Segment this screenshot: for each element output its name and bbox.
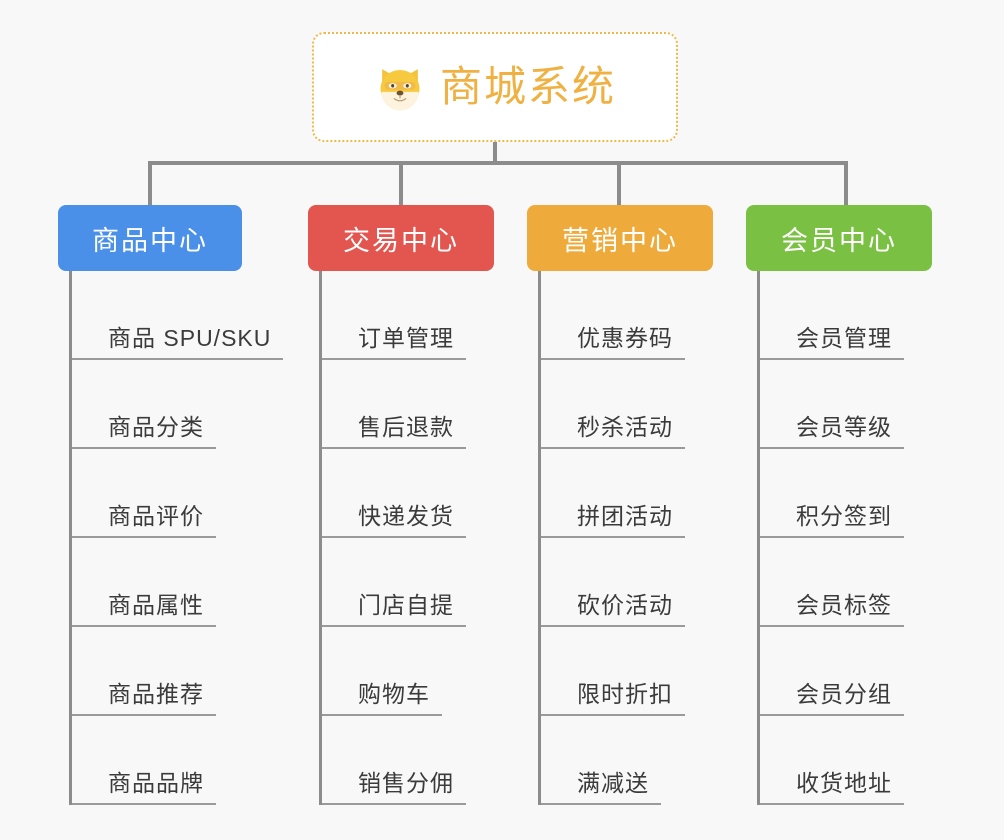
leaf-label: 商品品牌 — [72, 770, 216, 805]
connector-root-stem — [493, 142, 497, 164]
leaf-label: 商品评价 — [72, 503, 216, 538]
category-label: 营销中心 — [562, 225, 678, 256]
list-item[interactable]: 商品推荐 — [72, 627, 242, 716]
category-header-product-center[interactable]: 商品中心 — [58, 205, 242, 271]
leaf-label: 会员管理 — [760, 325, 904, 360]
connector-drop-trade-center — [399, 161, 403, 207]
column-member-center: 会员中心 会员管理 会员等级 积分签到 会员标签 会员分组 收货地址 — [746, 205, 932, 805]
list-item[interactable]: 积分签到 — [760, 449, 932, 538]
column-marketing-center: 营销中心 优惠券码 秒杀活动 拼团活动 砍价活动 限时折扣 满减送 — [527, 205, 713, 805]
leaf-label: 商品分类 — [72, 414, 216, 449]
leaf-list-product-center: 商品 SPU/SKU 商品分类 商品评价 商品属性 商品推荐 商品品牌 — [69, 271, 284, 805]
list-item[interactable]: 订单管理 — [322, 271, 494, 360]
leaf-label: 会员分组 — [760, 681, 904, 716]
list-item[interactable]: 会员标签 — [760, 538, 932, 627]
category-label: 会员中心 — [781, 225, 897, 256]
list-item[interactable]: 会员管理 — [760, 271, 932, 360]
list-item[interactable]: 拼团活动 — [541, 449, 713, 538]
list-item[interactable]: 满减送 — [541, 716, 713, 805]
connector-horizontal-bus — [148, 161, 848, 165]
list-item[interactable]: 限时折扣 — [541, 627, 713, 716]
list-item[interactable]: 商品评价 — [72, 449, 242, 538]
leaf-label: 积分签到 — [760, 503, 904, 538]
list-item[interactable]: 收货地址 — [760, 716, 932, 805]
leaf-label: 购物车 — [322, 681, 442, 716]
connector-drop-member-center — [844, 161, 848, 207]
leaf-label: 商品推荐 — [72, 681, 216, 716]
list-item[interactable]: 购物车 — [322, 627, 494, 716]
leaf-label: 快递发货 — [322, 503, 466, 538]
leaf-label: 限时折扣 — [541, 681, 685, 716]
list-item[interactable]: 会员等级 — [760, 360, 932, 449]
leaf-label: 收货地址 — [760, 770, 904, 805]
list-item[interactable]: 会员分组 — [760, 627, 932, 716]
leaf-label: 砍价活动 — [541, 592, 685, 627]
leaf-label: 秒杀活动 — [541, 414, 685, 449]
list-item[interactable]: 快递发货 — [322, 449, 494, 538]
list-item[interactable]: 售后退款 — [322, 360, 494, 449]
leaf-label: 门店自提 — [322, 592, 466, 627]
list-item[interactable]: 销售分佣 — [322, 716, 494, 805]
category-header-marketing-center[interactable]: 营销中心 — [527, 205, 713, 271]
leaf-label: 商品 SPU/SKU — [72, 325, 284, 360]
leaf-label: 会员标签 — [760, 592, 904, 627]
category-header-member-center[interactable]: 会员中心 — [746, 205, 932, 271]
leaf-label: 优惠券码 — [541, 325, 685, 360]
list-item[interactable]: 商品品牌 — [72, 716, 242, 805]
column-product-center: 商品中心 商品 SPU/SKU 商品分类 商品评价 商品属性 商品推荐 商品品牌 — [58, 205, 284, 805]
root-title: 商城系统 — [439, 63, 616, 110]
root-node[interactable]: 商城系统 — [312, 32, 678, 142]
leaf-label: 销售分佣 — [322, 770, 466, 805]
leaf-label: 会员等级 — [760, 414, 904, 449]
leaf-list-trade-center: 订单管理 售后退款 快递发货 门店自提 购物车 销售分佣 — [319, 271, 494, 805]
category-header-trade-center[interactable]: 交易中心 — [308, 205, 494, 271]
connector-drop-product-center — [148, 161, 152, 207]
list-item[interactable]: 秒杀活动 — [541, 360, 713, 449]
list-item[interactable]: 门店自提 — [322, 538, 494, 627]
leaf-label: 商品属性 — [72, 592, 216, 627]
category-label: 交易中心 — [343, 225, 459, 256]
leaf-list-member-center: 会员管理 会员等级 积分签到 会员标签 会员分组 收货地址 — [757, 271, 932, 805]
leaf-label: 满减送 — [541, 770, 661, 805]
list-item[interactable]: 商品分类 — [72, 360, 242, 449]
list-item[interactable]: 优惠券码 — [541, 271, 713, 360]
leaf-list-marketing-center: 优惠券码 秒杀活动 拼团活动 砍价活动 限时折扣 满减送 — [538, 271, 713, 805]
connector-drop-marketing-center — [617, 161, 621, 207]
leaf-label: 拼团活动 — [541, 503, 685, 538]
leaf-label: 订单管理 — [322, 325, 466, 360]
list-item[interactable]: 商品属性 — [72, 538, 242, 627]
leaf-label: 售后退款 — [322, 414, 466, 449]
category-label: 商品中心 — [92, 225, 208, 256]
list-item[interactable]: 砍价活动 — [541, 538, 713, 627]
list-item[interactable]: 商品 SPU/SKU — [72, 271, 284, 360]
dog-face-icon — [380, 69, 420, 111]
column-trade-center: 交易中心 订单管理 售后退款 快递发货 门店自提 购物车 销售分佣 — [308, 205, 494, 805]
